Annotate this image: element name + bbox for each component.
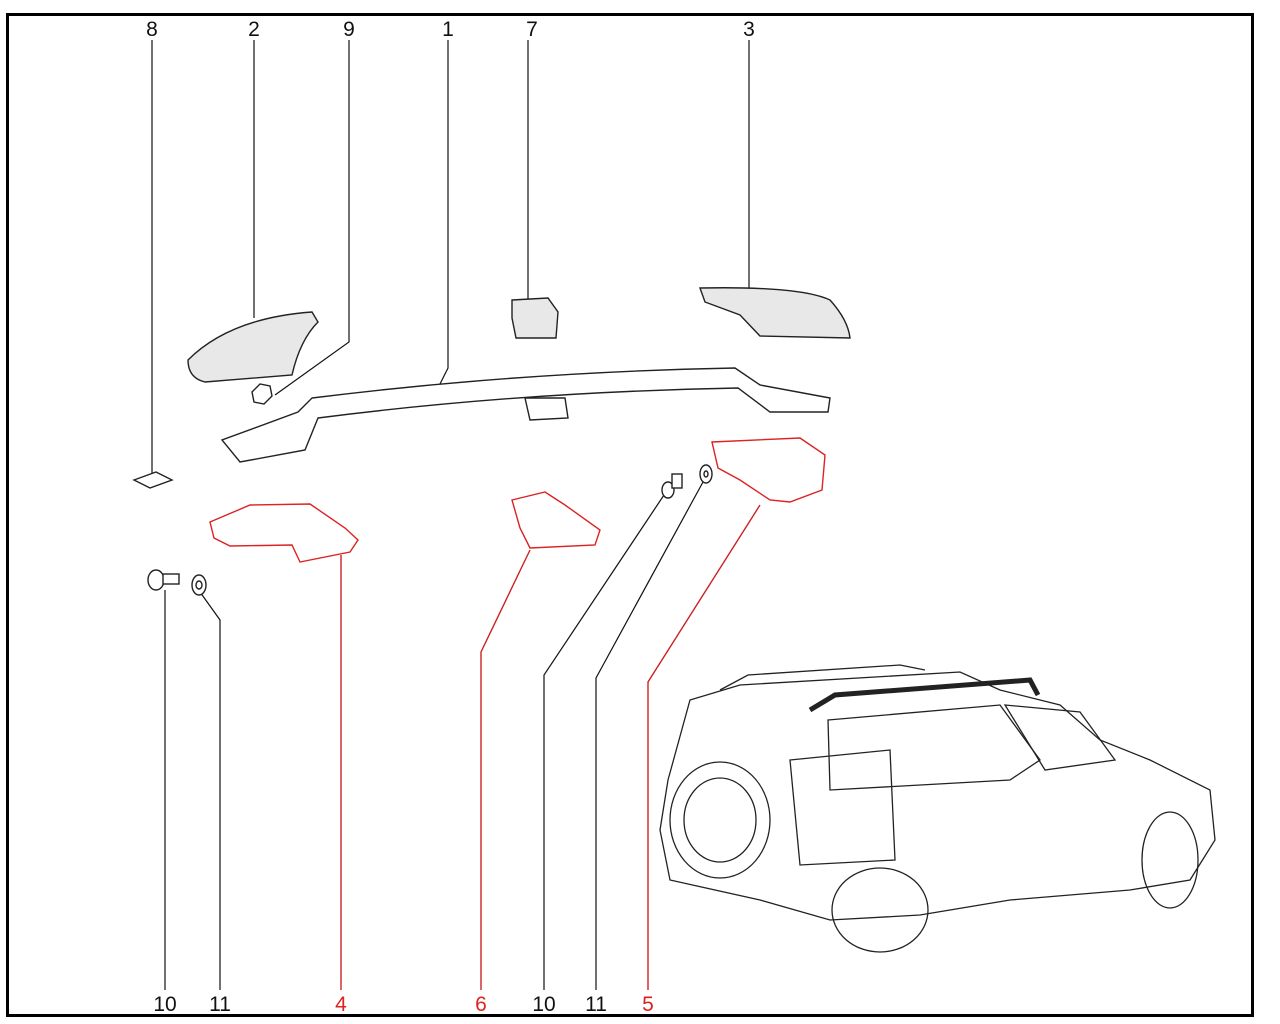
part-10-bolt-a: [147, 569, 180, 591]
callout-10b: 10: [532, 993, 555, 1016]
leader-11b: [595, 481, 704, 990]
part-11-washer-a: [191, 574, 207, 596]
callout-8: 8: [146, 18, 158, 41]
callout-4: 4: [335, 993, 347, 1016]
callout-3: 3: [743, 18, 755, 41]
part-8-plate: [132, 471, 174, 489]
part-3-end-cap: [699, 287, 851, 339]
part-11-washer-b: [699, 464, 713, 484]
top-callout-labels: 8 2 9 1 7 3: [146, 18, 755, 41]
callout-7: 7: [526, 18, 538, 41]
part-2-end-cap: [187, 311, 319, 383]
diagram-frame: [6, 13, 1254, 1017]
callout-1: 1: [442, 18, 454, 41]
callout-10a: 10: [153, 993, 176, 1016]
part-9-nut: [251, 383, 273, 405]
leader-1: [439, 40, 449, 385]
callout-9: 9: [343, 18, 355, 41]
leader-9: [274, 40, 350, 396]
callout-2: 2: [248, 18, 260, 41]
part-10-bolt-b: [661, 473, 683, 499]
part-5-bracket: [711, 437, 826, 503]
callout-5: 5: [642, 993, 654, 1016]
leader-11a: [199, 591, 221, 990]
leader-lines: [151, 40, 761, 990]
leader-6: [480, 549, 531, 990]
callout-11b: 11: [585, 993, 607, 1016]
callout-11a: 11: [209, 993, 231, 1016]
callout-6: 6: [475, 993, 487, 1016]
leader-10b: [543, 491, 667, 990]
part-4-bracket: [209, 503, 359, 563]
bottom-callout-labels: 10 11 4 6 10 11 5: [153, 993, 654, 1016]
part-6-bracket: [511, 491, 601, 549]
leader-5: [647, 504, 761, 990]
part-1-roof-rail: [220, 367, 831, 463]
vehicle-illustration: [659, 664, 1216, 953]
part-7-cover: [511, 297, 559, 339]
